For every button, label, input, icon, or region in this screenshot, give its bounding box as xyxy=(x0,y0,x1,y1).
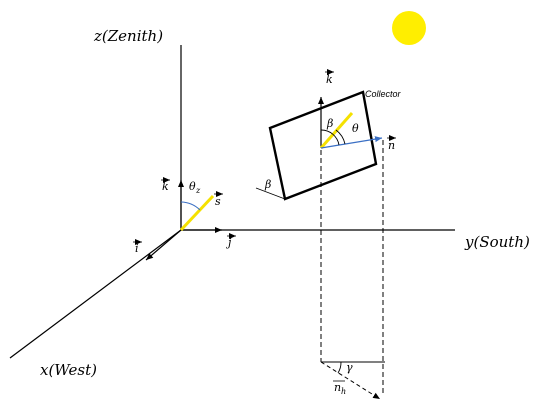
tilt-reference-line xyxy=(255,187,286,200)
collector-panel xyxy=(268,90,378,201)
collector-k-label: k xyxy=(325,69,334,86)
svg-text:s: s xyxy=(215,195,221,208)
svg-text:n: n xyxy=(334,381,341,394)
i-label: i xyxy=(133,239,142,255)
gamma-label: γ xyxy=(346,361,353,374)
tilt-beta-label: β xyxy=(264,178,271,191)
k-label-origin: k xyxy=(161,177,170,193)
zenith-angle-arc xyxy=(180,201,201,211)
sun-icon xyxy=(392,11,426,45)
svg-text:j: j xyxy=(225,236,232,249)
svg-text:k: k xyxy=(162,180,169,193)
svg-text:n: n xyxy=(388,139,395,152)
nh-label: n h xyxy=(333,380,346,396)
normal-vector-n xyxy=(320,136,383,149)
svg-text:i: i xyxy=(135,242,139,255)
svg-text:θ: θ xyxy=(189,180,196,193)
theta-angle-arc xyxy=(335,129,346,145)
beta-angle-label: β xyxy=(326,117,333,130)
collector-label: Collector xyxy=(365,89,402,99)
svg-text:k: k xyxy=(326,73,333,86)
n-label: n xyxy=(387,135,396,152)
beta-angle-arc xyxy=(320,129,340,146)
s-label: s xyxy=(214,191,223,208)
i-unit-vector xyxy=(145,229,182,261)
theta-angle-label: θ xyxy=(352,122,359,135)
gamma-angle-arc xyxy=(337,361,342,374)
svg-text:h: h xyxy=(341,387,346,396)
sun-ray-s xyxy=(179,194,215,232)
z-axis-label: z(Zenith) xyxy=(93,27,163,45)
svg-text:z: z xyxy=(195,186,201,195)
nh-projection-vector xyxy=(320,361,381,400)
x-axis-label: x(West) xyxy=(40,361,97,379)
theta-z-label: θ z xyxy=(189,180,201,195)
x-axis xyxy=(9,229,182,359)
y-axis-label: y(South) xyxy=(464,233,530,251)
j-label: j xyxy=(225,233,236,249)
